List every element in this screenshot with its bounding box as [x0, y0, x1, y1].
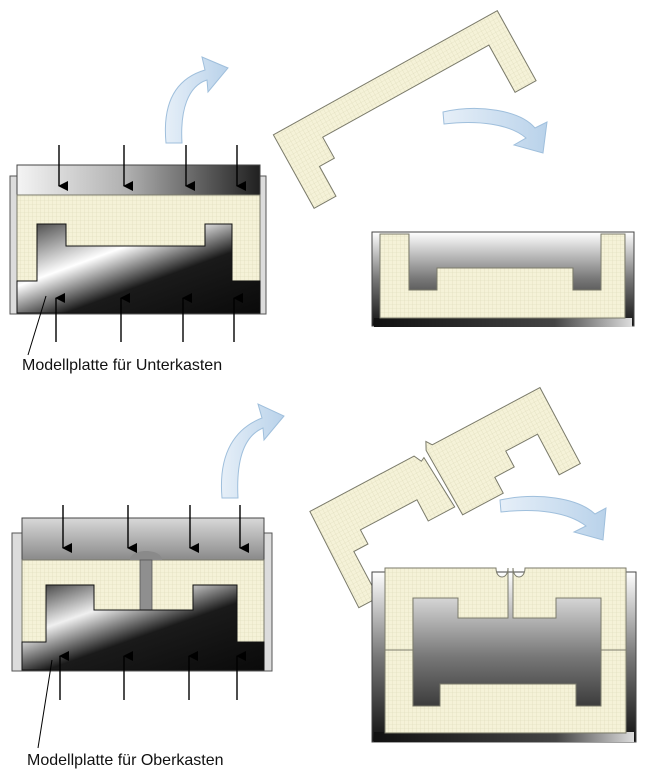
- lower-mold-tilted: [272, 10, 537, 209]
- pattern-plate-upper-label: Modellplatte für Oberkasten: [27, 752, 224, 769]
- flip-arrow-top-icon: [442, 108, 548, 154]
- lift-arrow-top-icon: [164, 56, 229, 144]
- lower-flask-press-assembly: [9, 145, 267, 356]
- flip-arrow-bottom-icon: [499, 495, 607, 541]
- pattern-plate-lower-label: Modellplatte für Unterkasten: [22, 357, 223, 374]
- lower-mold-finished: [371, 231, 635, 327]
- pattern-plate-lower: [16, 223, 261, 314]
- upper-flask-press-assembly: [11, 505, 273, 749]
- lift-arrow-bottom-icon: [220, 403, 285, 499]
- upper-mold-tilted: [309, 386, 582, 609]
- pattern-plate-upper: [21, 584, 265, 671]
- assembled-mold-finished: [371, 567, 637, 743]
